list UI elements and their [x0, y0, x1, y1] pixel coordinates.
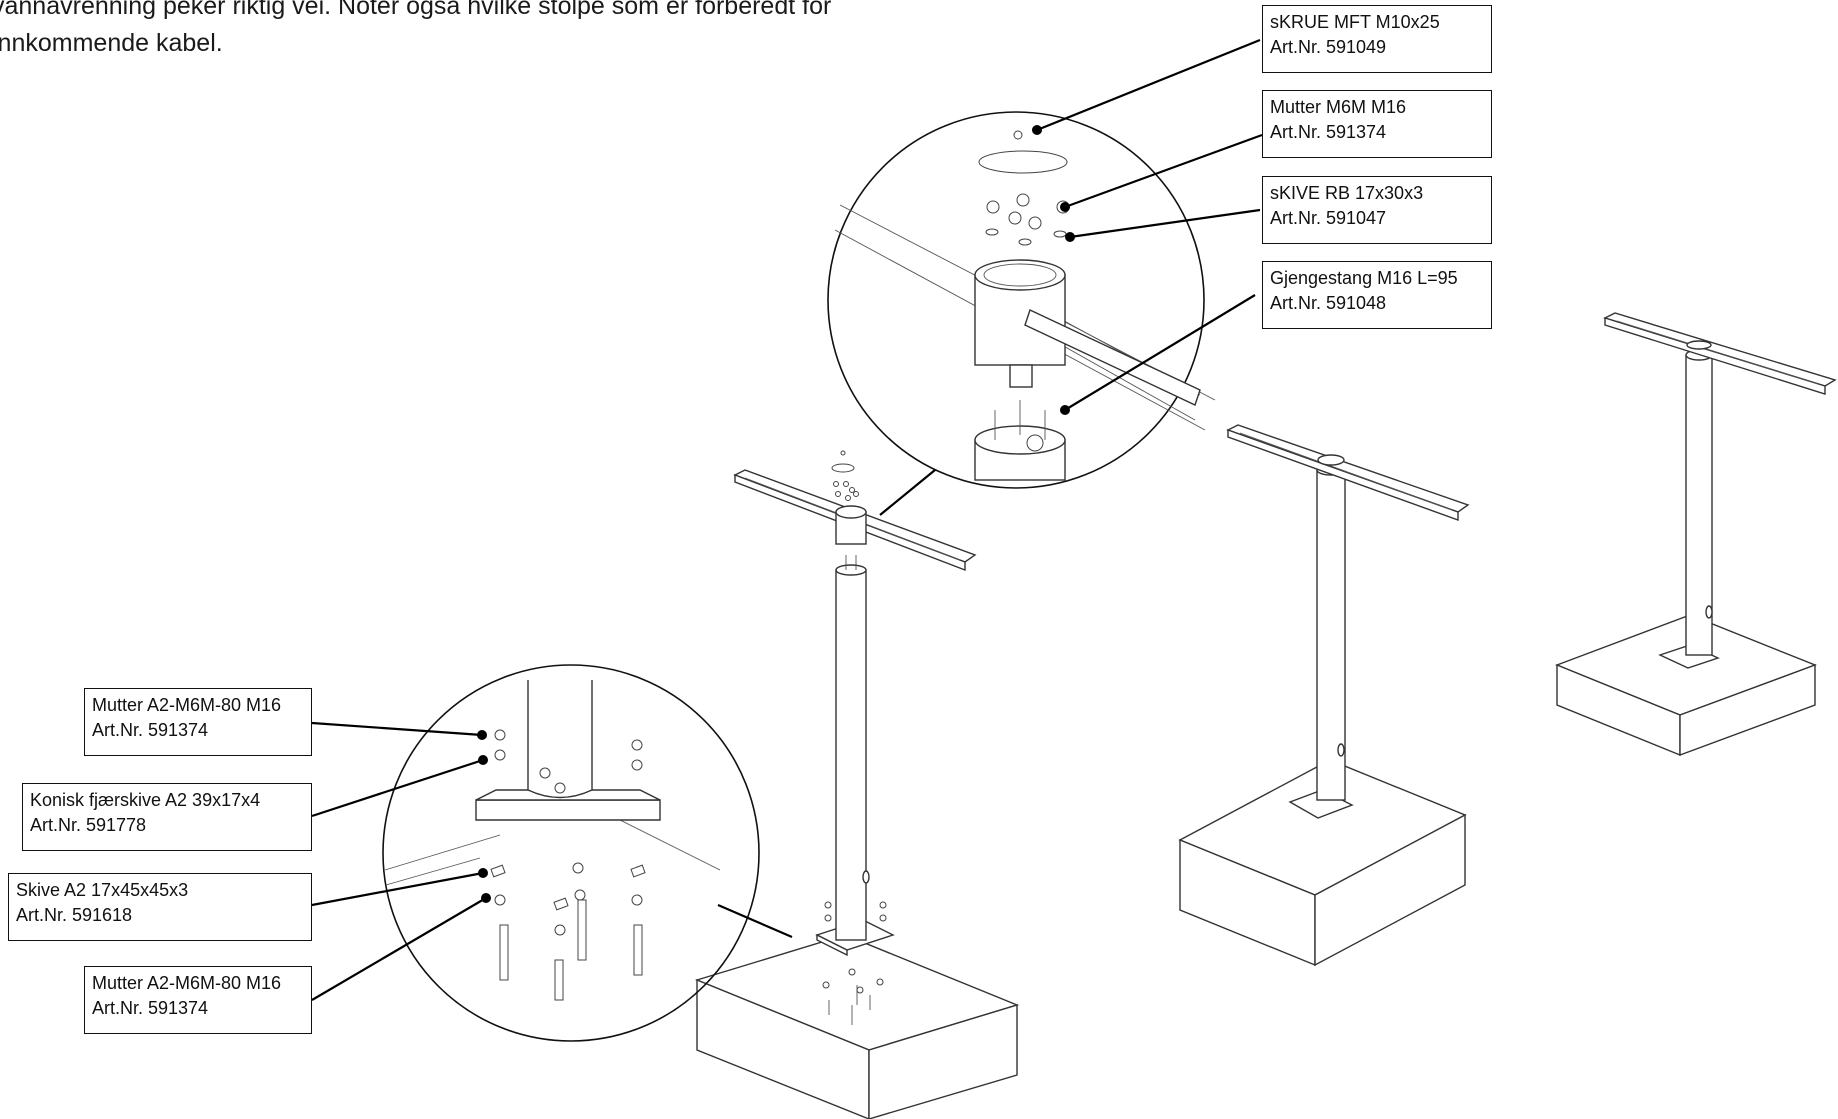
callout-line-1: sKIVE RB 17x30x3 — [1270, 183, 1424, 203]
callout-line-1: sKRUE MFT M10x25 — [1270, 12, 1440, 32]
bottom-detail-magnifier — [382, 664, 793, 1042]
instruction-line-2: innkommende kabel. — [0, 29, 223, 57]
callout-konisk-fjaerskive: Konisk fjærskive A2 39x17x4 Art.Nr. 5917… — [22, 783, 312, 851]
callout-line-2: Art.Nr. 591047 — [1270, 208, 1387, 228]
callout-line-2: Art.Nr. 591618 — [16, 905, 133, 925]
callout-line-2: Art.Nr. 591049 — [1270, 37, 1387, 57]
callout-line-1: Konisk fjærskive A2 39x17x4 — [30, 790, 261, 810]
callout-line-1: Mutter M6M M16 — [1270, 97, 1407, 117]
callout-mutter-m6m: Mutter M6M M16 Art.Nr. 591374 — [1262, 90, 1492, 158]
callout-mutter-a2-bottom: Mutter A2-M6M-80 M16 Art.Nr. 591374 — [84, 966, 312, 1034]
callout-line-1: Mutter A2-M6M-80 M16 — [92, 973, 282, 993]
top-detail-magnifier — [827, 111, 1216, 516]
callout-skrue-mft: sKRUE MFT M10x25 Art.Nr. 591049 — [1262, 5, 1492, 73]
instruction-line-1: vannavrenning peker riktig vei. Noter og… — [0, 0, 832, 20]
callout-line-2: Art.Nr. 591374 — [92, 998, 209, 1018]
callout-skive-a2: Skive A2 17x45x45x3 Art.Nr. 591618 — [8, 873, 312, 941]
callout-line-2: Art.Nr. 591048 — [1270, 293, 1387, 313]
callout-line-2: Art.Nr. 591778 — [30, 815, 147, 835]
callout-mutter-a2-top: Mutter A2-M6M-80 M16 Art.Nr. 591374 — [84, 688, 312, 756]
callout-gjengestang: Gjengestang M16 L=95 Art.Nr. 591048 — [1262, 261, 1492, 329]
callout-line-1: Gjengestang M16 L=95 — [1270, 268, 1458, 288]
post-exploded — [694, 450, 1020, 1119]
post-assembled-right — [1555, 312, 1837, 757]
leader-lines — [311, 38, 1263, 1001]
callout-line-1: Mutter A2-M6M-80 M16 — [92, 695, 282, 715]
post-assembled-middle — [1178, 424, 1470, 967]
callout-line-2: Art.Nr. 591374 — [1270, 122, 1387, 142]
callout-line-2: Art.Nr. 591374 — [92, 720, 209, 740]
callout-line-1: Skive A2 17x45x45x3 — [16, 880, 189, 900]
instruction-text: vannavrenning peker riktig vei. Noter og… — [0, 0, 992, 62]
callout-skive-rb: sKIVE RB 17x30x3 Art.Nr. 591047 — [1262, 176, 1492, 244]
